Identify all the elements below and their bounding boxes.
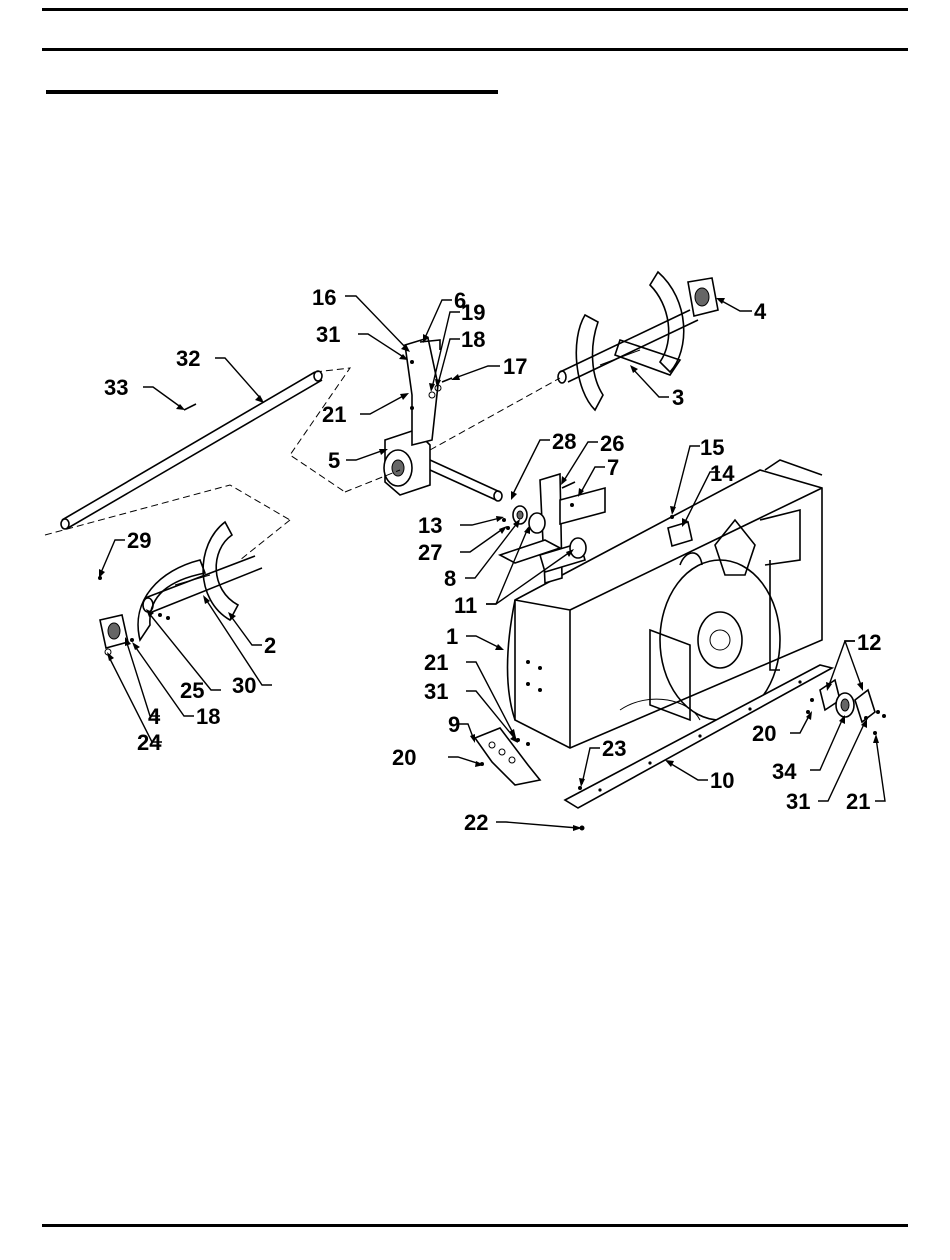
right-bearing-set — [810, 680, 886, 722]
callout-23: 23 — [602, 736, 626, 761]
callout-24: 24 — [137, 730, 162, 755]
callout-20-right: 20 — [752, 721, 776, 746]
callout-21-lower: 21 — [424, 650, 448, 675]
callout-19: 19 — [461, 300, 485, 325]
callout-27: 27 — [418, 540, 442, 565]
callout-7: 7 — [607, 455, 619, 480]
callout-29: 29 — [127, 528, 151, 553]
callout-22: 22 — [464, 810, 488, 835]
callout-31: 31 — [316, 322, 340, 347]
gearbox-assembly — [384, 338, 502, 501]
callout-13: 13 — [418, 513, 442, 538]
callout-28: 28 — [552, 429, 576, 454]
callout-15: 15 — [700, 435, 724, 460]
left-auger — [100, 522, 262, 655]
callout-31-lower: 31 — [424, 679, 448, 704]
callout-34: 34 — [772, 759, 797, 784]
skid-shoe — [475, 728, 540, 785]
callout-31-right: 31 — [786, 789, 810, 814]
callout-21-right: 21 — [846, 789, 870, 814]
callout-8: 8 — [444, 566, 456, 591]
right-auger — [558, 272, 718, 410]
callout-30: 30 — [232, 673, 256, 698]
callout-5: 5 — [328, 448, 340, 473]
callout-11: 11 — [454, 593, 477, 618]
callout-25: 25 — [180, 678, 204, 703]
callout-9: 9 — [448, 712, 460, 737]
callout-4-left: 4 — [148, 704, 161, 729]
callout-20-left: 20 — [392, 745, 416, 770]
callout-1: 1 — [446, 624, 458, 649]
callout-32: 32 — [176, 346, 200, 371]
callout-3: 3 — [672, 385, 684, 410]
callout-16: 16 — [312, 285, 336, 310]
callout-21: 21 — [322, 402, 346, 427]
callout-18-left: 18 — [196, 704, 220, 729]
callout-4: 4 — [754, 299, 767, 324]
callout-10: 10 — [710, 768, 734, 793]
callout-18: 18 — [461, 327, 485, 352]
callout-12: 12 — [857, 630, 881, 655]
callout-17: 17 — [503, 354, 527, 379]
callout-14: 14 — [710, 461, 735, 486]
callout-2: 2 — [264, 633, 276, 658]
drive-shaft — [62, 372, 315, 520]
callout-33: 33 — [104, 375, 128, 400]
shaft-key — [184, 404, 196, 410]
callout-26: 26 — [600, 431, 624, 456]
